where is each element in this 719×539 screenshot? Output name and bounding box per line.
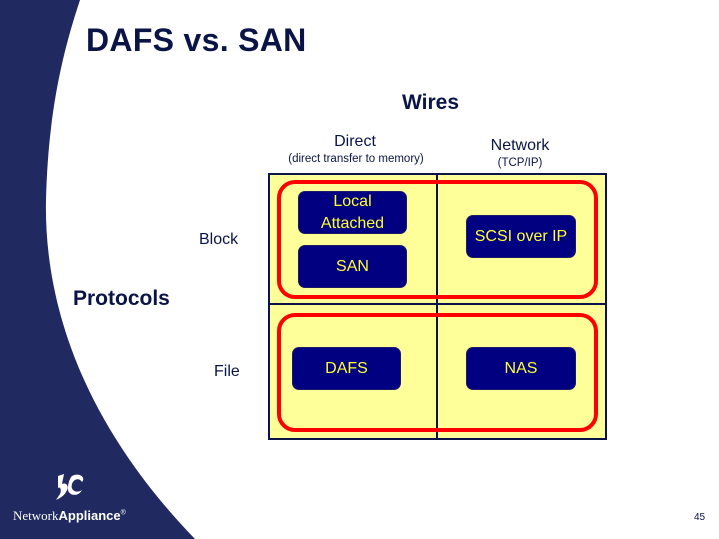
block-row-highlight (277, 180, 598, 299)
local-attached-line2: Attached (320, 214, 385, 232)
column-subheader-network: (TCP/IP) (497, 157, 543, 169)
netapp-logo-icon (56, 474, 84, 500)
grid-vertical-divider (436, 173, 438, 440)
netapp-logo-text: NetworkAppliance® (13, 508, 126, 524)
local-attached-box: Local Attached (299, 192, 406, 233)
column-header-network: Network (490, 137, 550, 154)
scsi-over-ip-box: SCSI over IP (467, 216, 575, 257)
column-subheader-direct: (direct transfer to memory) (288, 153, 424, 165)
protocols-heading: Protocols (73, 287, 170, 310)
san-label: SAN (336, 257, 369, 275)
slide-title: DAFS vs. SAN (86, 22, 307, 58)
logo-registered-mark: ® (120, 509, 126, 517)
file-row-highlight (277, 313, 598, 432)
row-label-file: File (214, 363, 240, 380)
dafs-label: DAFS (325, 359, 368, 377)
logo-text-appliance: Appliance (58, 508, 121, 523)
dafs-box: DAFS (293, 348, 400, 389)
nas-label: NAS (504, 359, 538, 377)
logo-text-network: Network (13, 508, 59, 523)
column-header-direct: Direct (334, 133, 376, 150)
san-box: SAN (299, 246, 406, 287)
grid-horizontal-divider (268, 303, 607, 305)
nas-box: NAS (467, 348, 575, 389)
local-attached-line1: Local (333, 192, 372, 210)
page-number: 45 (694, 512, 706, 523)
scsi-over-ip-label: SCSI over IP (474, 227, 568, 245)
row-label-block: Block (199, 231, 239, 248)
wires-heading: Wires (402, 91, 460, 114)
